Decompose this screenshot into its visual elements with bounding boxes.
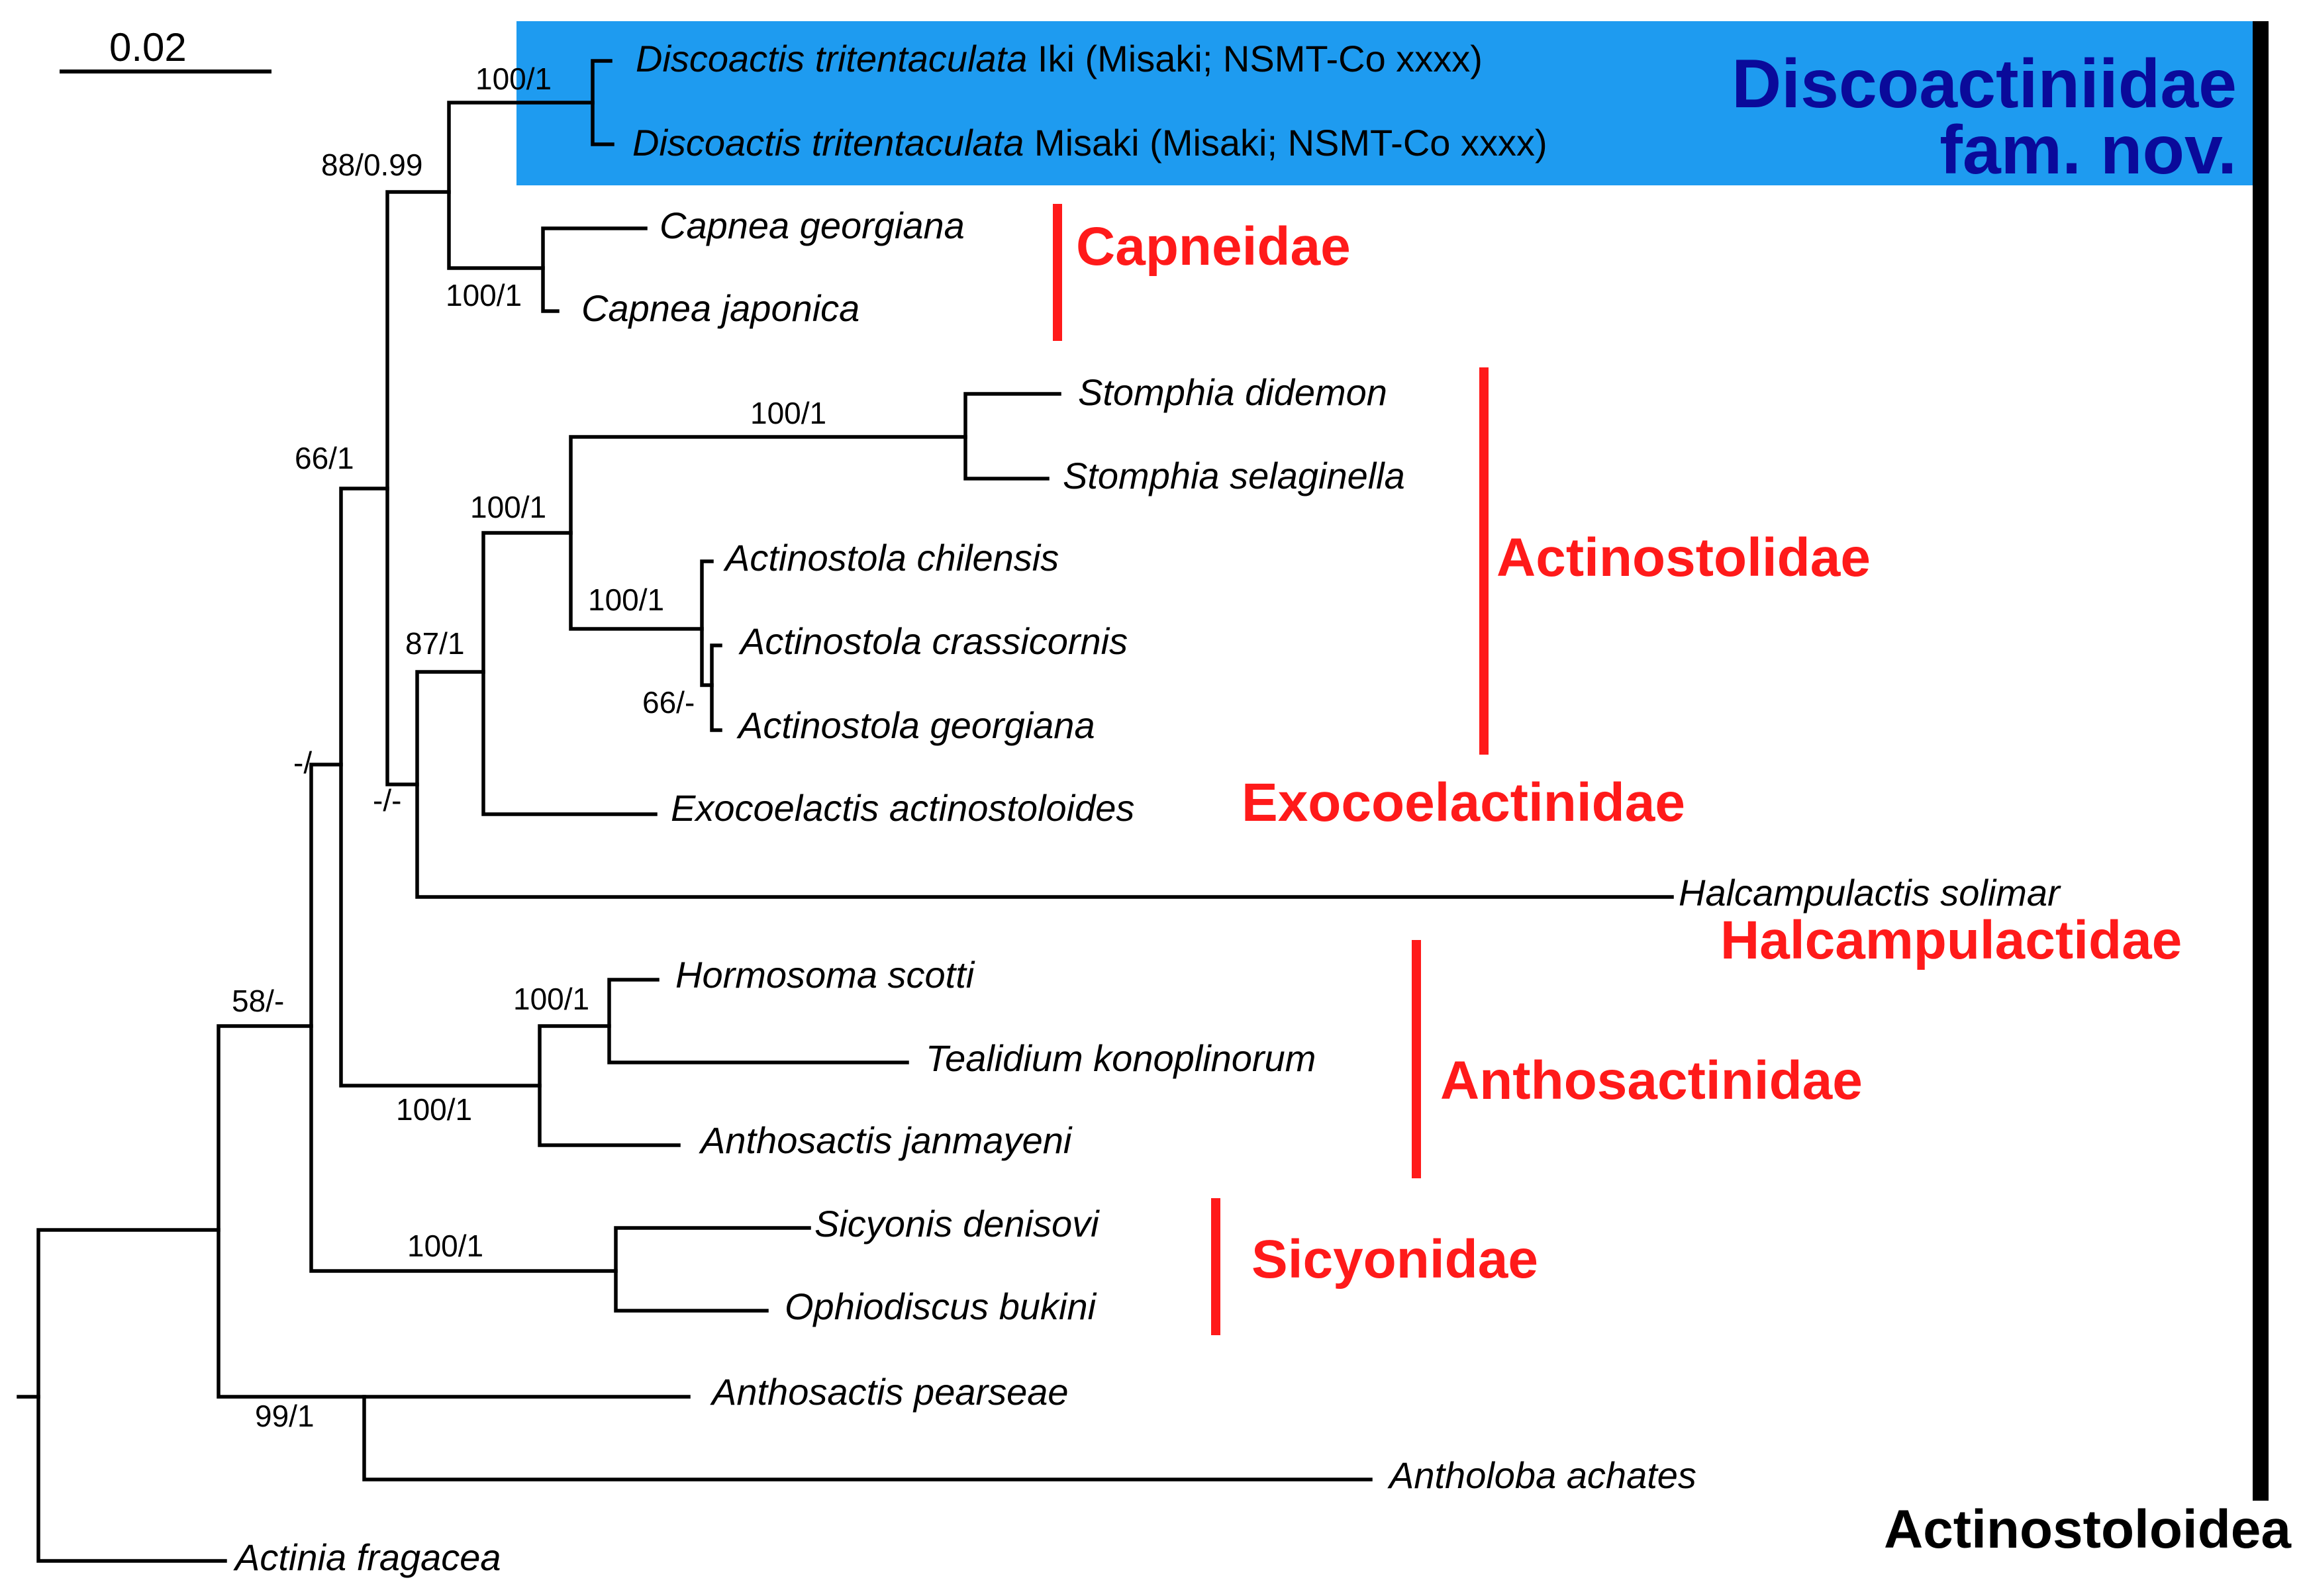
family-labels: Discoactiniidae fam. nov. Capneidae Acti…: [1076, 46, 2292, 1560]
taxon-discoactis-iki: Discoactis tritentaculata Iki (Misaki; N…: [636, 38, 1483, 79]
branch-node-678: [447, 101, 595, 270]
branch-crassicornis-georgiana: [710, 643, 722, 732]
support-halcampulactis: -/-: [373, 783, 401, 818]
taxon-labels: Discoactis tritentaculata Iki (Misaki; N…: [233, 38, 2061, 1578]
support-anthosactinidae: 100/1: [396, 1092, 472, 1127]
support-discoactis-capnea: 88/0.99: [321, 148, 422, 182]
support-actinostolidae-exocoelactis: 87/1: [405, 626, 465, 661]
branch-node-862: [569, 435, 967, 631]
taxon-actinostola-crassicornis: Actinostola crassicornis: [738, 620, 1128, 662]
support-discoactis: 100/1: [475, 62, 552, 96]
family-fam-nov: fam. nov.: [1939, 112, 2237, 189]
taxon-actinia-fragacea: Actinia fragacea: [233, 1536, 501, 1578]
taxon-actinostola-chilensis: Actinostola chilensis: [723, 537, 1059, 579]
taxon-exocoelactis-actinostoloides: Exocoelactis actinostoloides: [671, 787, 1134, 829]
branch-actinostoloidea: [217, 1024, 366, 1399]
branch-root: [36, 1228, 227, 1563]
taxon-discoactis-misaki: Discoactis tritentaculata Misaki (Misaki…: [632, 122, 1547, 164]
family-anthosactinidae: Anthosactinidae: [1440, 1051, 1863, 1111]
taxon-hormosoma-scotti: Hormosoma scotti: [675, 954, 975, 996]
superfamily-actinostoloidea: Actinostoloidea: [1884, 1499, 2292, 1560]
support-actinostola: 100/1: [588, 583, 664, 617]
branch-node-730: [481, 531, 658, 816]
actinostoloidea-bar: [2253, 21, 2269, 1501]
sicyonidae-bar: [1211, 1198, 1220, 1335]
taxon-anthosactis-janmayeni: Anthosactis janmayeni: [699, 1119, 1073, 1161]
family-bars: [1053, 21, 2269, 1501]
support-crassicornis-georgiana: 66/-: [642, 685, 695, 720]
taxon-capnea-japonica: Capnea japonica: [581, 287, 859, 329]
family-capneidae: Capneidae: [1076, 216, 1351, 277]
family-sicyonidae: Sicyonidae: [1251, 1229, 1538, 1290]
support-stomphia: 100/1: [750, 396, 826, 430]
taxon-sicyonis-denisovi: Sicyonis denisovi: [814, 1203, 1100, 1244]
branch-anthosactinidae-inner: [607, 978, 909, 1064]
support-actinostoloidea: 58/-: [232, 984, 284, 1018]
support-capnea: 100/1: [446, 278, 522, 312]
taxon-tealidium-konoplinorum: Tealidium konoplinorum: [926, 1037, 1316, 1079]
branch-node-515: [339, 487, 542, 1088]
branch-node-630: [415, 670, 1674, 899]
taxon-capnea-georgiana: Capnea georgiana: [660, 205, 965, 246]
branch-stomphia: [963, 392, 1061, 481]
taxon-anthosactis-pearseae: Anthosactis pearseae: [710, 1371, 1069, 1413]
branch-pearseae-achates: [362, 1395, 1373, 1481]
support-upper-clade: 66/1: [295, 441, 354, 475]
family-discoactiniidae: Discoactiniidae: [1732, 46, 2237, 122]
taxon-halcampulactis-solimar: Halcampulactis solimar: [1679, 872, 2061, 914]
discoactiniidae-highlight-box: [516, 21, 2257, 185]
branch-anthosactinidae: [538, 1024, 681, 1147]
anthosactinidae-bar: [1412, 940, 1421, 1178]
scale-bar-label: 0.02: [109, 25, 187, 70]
support-sicyonidae: 100/1: [407, 1229, 483, 1263]
support-anthosactinidae-inner: 100/1: [513, 982, 589, 1016]
taxon-antholoba-achates: Antholoba achates: [1387, 1454, 1696, 1496]
support-upper-anthosactinidae: -/-: [293, 745, 322, 780]
branch-node-585: [385, 190, 451, 786]
branch-sicyonidae: [614, 1226, 811, 1313]
taxon-stomphia-didemon: Stomphia didemon: [1078, 371, 1387, 413]
family-halcampulactidae: Halcampulactidae: [1720, 910, 2182, 970]
support-pearseae-achates: 99/1: [255, 1399, 315, 1433]
taxon-stomphia-selaginella: Stomphia selaginella: [1063, 455, 1405, 496]
taxon-ophiodiscus-bukini: Ophiodiscus bukini: [785, 1286, 1097, 1327]
branch-node-470: [309, 763, 618, 1273]
family-actinostolidae: Actinostolidae: [1496, 528, 1871, 588]
tree-branches: [17, 59, 1674, 1563]
branch-capnea: [541, 226, 648, 313]
family-exocoelactinidae: Exocoelactinidae: [1242, 773, 1685, 833]
branch-discoactis: [591, 59, 614, 146]
support-stomphia-actinostola: 100/1: [470, 490, 546, 524]
capneidae-bar: [1053, 204, 1062, 341]
actinostolidae-bar: [1479, 367, 1489, 755]
support-values: 100/1 88/0.99 100/1 100/1 100/1 100/1 66…: [232, 62, 826, 1433]
taxon-actinostola-georgiana: Actinostola georgiana: [736, 704, 1095, 746]
